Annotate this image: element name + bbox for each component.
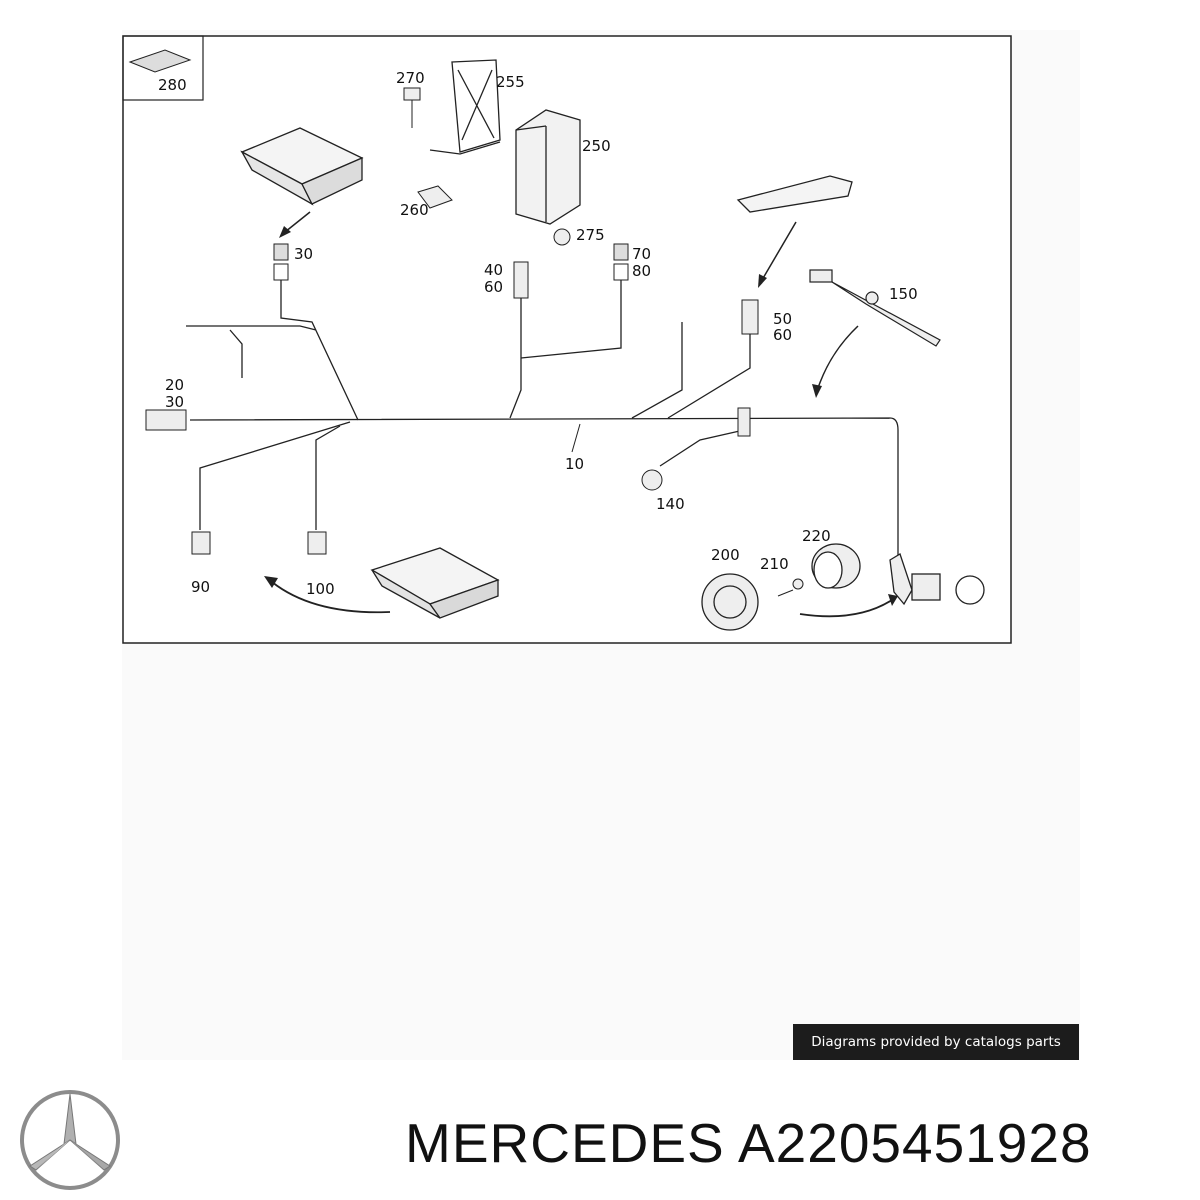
handle-sensor — [736, 175, 853, 213]
callout-255: 255 — [496, 73, 525, 91]
callout-20: 20 — [165, 376, 184, 394]
connector-20 — [145, 409, 187, 431]
callout-60-b: 60 — [773, 326, 792, 344]
wiring-harness-diagram: 280 270 255 260 — [122, 35, 1012, 644]
arrow-to-harness — [817, 325, 859, 389]
callout-220: 220 — [802, 527, 831, 545]
callout-275: 275 — [576, 226, 605, 244]
inset-box-280 — [122, 35, 204, 101]
bottom-control-module — [370, 547, 500, 619]
cover-220 — [811, 543, 861, 589]
grommet-275 — [553, 228, 571, 246]
callout-70: 70 — [632, 245, 651, 263]
callout-10: 10 — [565, 455, 584, 473]
arrowhead — [279, 226, 291, 238]
callout-50: 50 — [773, 310, 792, 328]
connector-50 — [741, 299, 759, 335]
connector-40 — [513, 261, 529, 299]
callout-30: 30 — [294, 245, 313, 263]
connector-30 — [273, 243, 289, 261]
diagram-credit-badge: Diagrams provided by catalogs parts — [793, 1024, 1079, 1060]
clip-260 — [417, 185, 453, 209]
callout-200: 200 — [711, 546, 740, 564]
callout-270: 270 — [396, 69, 425, 87]
bolt-270 — [403, 87, 421, 128]
bracket-255 — [429, 59, 501, 155]
connector-90 — [191, 531, 211, 555]
control-unit-module — [240, 127, 364, 206]
callout-100: 100 — [306, 580, 335, 598]
connector-100 — [307, 531, 327, 555]
arrow-to-50 — [761, 221, 797, 281]
part-number-title: MERCEDES A2205451928 — [405, 1112, 1092, 1174]
arrow-to-30 — [284, 211, 311, 233]
callout-260: 260 — [400, 201, 429, 219]
connector-70 — [613, 243, 629, 261]
arrow-to-harness-bottom — [271, 581, 391, 614]
callout-60-a: 60 — [484, 278, 503, 296]
foam-pad-icon — [128, 49, 192, 73]
callout-210: 210 — [760, 555, 789, 573]
callout-280: 280 — [158, 76, 187, 94]
callout-140: 140 — [656, 495, 685, 513]
wiring-harness-10 — [186, 280, 899, 560]
callout-30-b: 30 — [165, 393, 184, 411]
grommet-140 — [641, 469, 663, 491]
arrow-to-plug — [799, 599, 893, 618]
callout-40: 40 — [484, 261, 503, 279]
grommet-on-harness — [737, 407, 751, 437]
callout-90: 90 — [191, 578, 210, 596]
callout-150: 150 — [889, 285, 918, 303]
module-250 — [515, 109, 581, 225]
callout-250: 250 — [582, 137, 611, 155]
cable-tie-150 — [809, 269, 941, 347]
screw-210 — [777, 578, 804, 597]
callout-80: 80 — [632, 262, 651, 280]
socket-200 — [701, 573, 759, 631]
leader-10 — [571, 423, 581, 453]
mercedes-star-logo-icon — [20, 1090, 120, 1190]
trailer-plug — [889, 553, 985, 606]
